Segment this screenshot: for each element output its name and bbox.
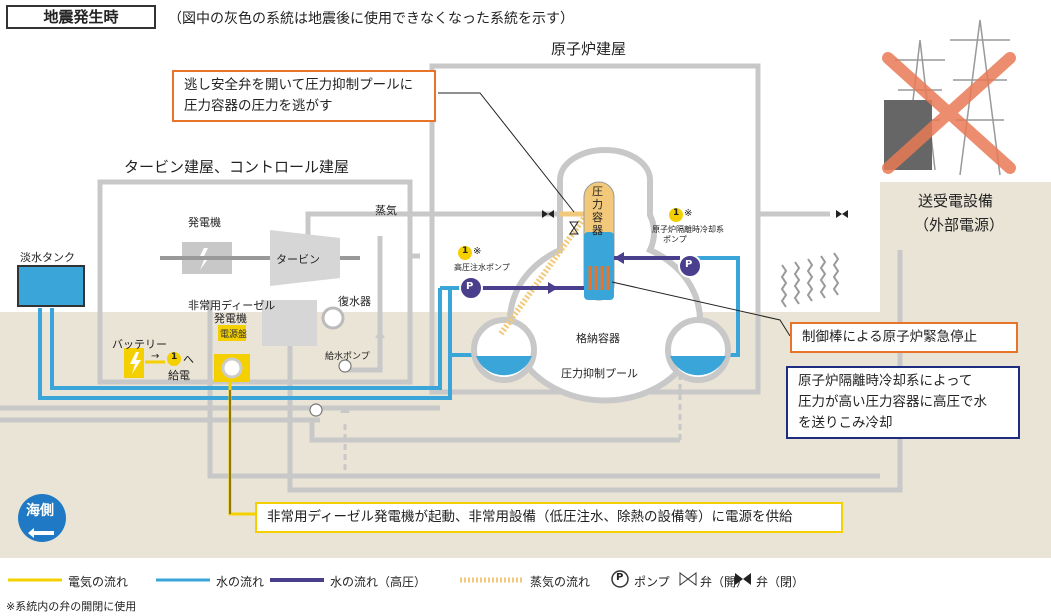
legend-electric: 電気の流れ [68,575,129,589]
legend-water: 水の流れ [216,575,265,589]
power-panel [218,325,246,341]
power-supply-label: 給電 [168,369,190,382]
substation-sub-label: （外部電源） [914,216,1005,234]
callout-diesel-text: 非常用ディーゼル発電機が起動、非常用設備（低圧注水、除熱の設備等）に電源を供給 [267,509,793,525]
seismic-waves-icon [780,252,840,308]
condenser-label: 復水器 [338,295,371,308]
battery-arrow-text: へ [183,353,194,366]
battery-bolt-icon [130,352,141,374]
legend-valve-open: 弁（開） [700,575,749,589]
badge-1-rcic [669,208,683,222]
rcic-badge-number: 1 [673,208,680,218]
hpci-pump-icon [459,276,483,300]
battery-label: バッテリー [112,338,167,351]
callout-scram-text: 制御棒による原子炉緊急停止 [802,329,978,345]
rcic-pump-icon [678,254,702,278]
condenser-box [262,300,317,346]
rcic-pump-label-1: 原子炉隔離時冷却系 [652,225,724,234]
pool-water-right [670,356,726,376]
valve-closed-icon [542,210,554,218]
rcic-pump-symbol: P [685,259,693,270]
pressure-vessel-label: 圧力容器 [592,185,603,237]
diesel-generator-label-2: 発電機 [214,312,247,325]
failure-x-mark [882,52,1016,174]
steam-pipe [497,213,589,337]
diesel-generator-wheel [221,357,243,379]
small-pump-icon [309,403,323,417]
rcic-mark: ※ [684,208,693,219]
footnote: ※系統内の弁の開閉に使用 [6,600,137,613]
feedwater-pump-label: 給水ポンプ [325,352,370,362]
failed-dashed-line [343,370,682,470]
valve-open-icon [569,221,579,235]
control-rods [588,266,610,290]
high-pressure-lines [470,256,680,290]
hpci-pump-symbol: P [466,281,474,292]
callout-rcic-line1: 原子炉隔離時冷却系によって [798,373,973,389]
badge-1-battery [167,352,181,366]
hpci-pump-label: 高圧注水ポンプ [454,263,510,272]
freshwater-tank-label: 淡水タンク [20,251,75,264]
battery-arrow: → [151,351,160,362]
rcic-pump-label-2: ポンプ [663,235,687,244]
callout-diesel: 非常用ディーゼル発電機が起動、非常用設備（低圧注水、除熱の設備等）に電源を供給 [255,502,843,533]
legend-water-hp: 水の流れ（高圧） [330,575,427,589]
power-panel-label: 電源盤 [220,330,248,340]
pool-water-left [476,356,532,376]
battery-badge-number: 1 [171,352,178,362]
steam-label: 蒸気 [375,204,397,217]
legend-valve-closed-icon [735,573,751,585]
reactor-building-label: 原子炉建屋 [551,40,627,58]
sea-side-circle [18,494,66,542]
suppression-pool-label: 圧力抑制プール [558,365,641,381]
arrow-left-icon [28,528,54,538]
legend-valve-closed: 弁（閉） [756,575,805,589]
callout-leaders [229,92,791,514]
legend-pump-icon [611,570,629,588]
failed-systems [0,211,903,493]
generator-label: 発電機 [188,216,221,229]
condenser-pump [321,306,345,330]
turbine-label: タービン [276,253,320,266]
legend-valve-open-icon [679,572,697,586]
badge-1-hpci [458,246,472,260]
feedwater-pump-icon [338,359,352,373]
freshwater-tank [17,265,85,307]
callout-rcic-line2: 圧力が高い圧力容器に高圧で水 [798,394,987,410]
legend-pump: ポンプ [634,575,670,589]
legend-steam: 蒸気の流れ [530,575,591,589]
callout-safety-valve-line2: 圧力容器の圧力を逃がす [184,98,333,114]
valve-closed-icon-2 [836,210,848,218]
callout-scram: 制御棒による原子炉緊急停止 [790,322,1018,353]
substation-label: 送受電設備 [918,192,994,210]
sea-side-label: 海側 [26,503,54,519]
hpci-mark: ※ [473,246,482,257]
page-title: 地震発生時 [6,5,156,29]
diesel-generator-label-1: 非常用ディーゼル [188,299,276,312]
containment-label: 格納容器 [576,332,620,345]
callout-rcic-line3: を送りこみ冷却 [798,415,893,431]
callout-safety-valve: 逃し安全弁を開いて圧力抑制プールに 圧力容器の圧力を逃がす [172,70,436,122]
header-note: （図中の灰色の系統は地震後に使用できなくなった系統を示す） [168,11,574,27]
turbine-body [270,230,340,286]
legend-pump-symbol: P [616,572,624,583]
callout-rcic: 原子炉隔離時冷却系によって 圧力が高い圧力容器に高圧で水 を送りこみ冷却 [786,366,1020,439]
turbine-building-label: タービン建屋、コントロール建屋 [124,158,350,176]
turbine-building [97,179,413,385]
callout-safety-valve-line1: 逃し安全弁を開いて圧力抑制プールに [184,77,414,93]
hpci-badge-number: 1 [462,246,469,256]
